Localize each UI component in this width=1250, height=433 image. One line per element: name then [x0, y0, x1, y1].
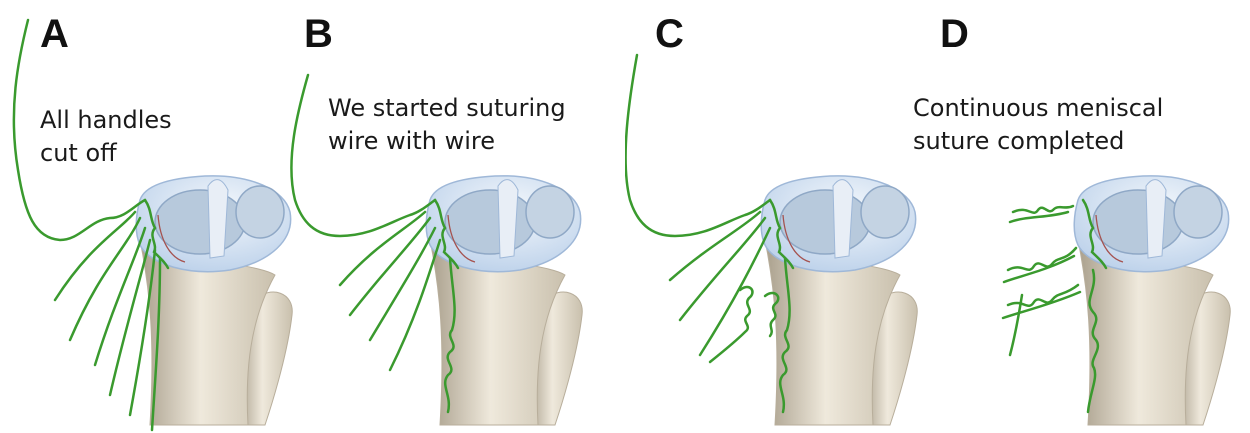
panel-letter-c: C: [655, 12, 684, 57]
caption-b-line-1: We started suturing: [328, 92, 566, 125]
caption-b-line-2: wire with wire: [328, 125, 566, 158]
caption-a-line-1: All handles: [40, 104, 172, 137]
knee-illustration-d: [938, 0, 1250, 433]
caption-d-line-1: Continuous meniscal: [913, 92, 1163, 125]
panel-b: B We started suturing wire with wire: [290, 0, 602, 433]
panel-letter-b: B: [304, 12, 333, 57]
caption-d: Continuous meniscal suture completed: [913, 92, 1163, 158]
knee-illustration-a: [0, 0, 312, 433]
panel-d: D Continuous meniscal suture completed: [938, 0, 1250, 433]
panel-a: A All handles cut off: [0, 0, 312, 433]
caption-a: All handles cut off: [40, 104, 172, 170]
knee-illustration-b: [290, 0, 602, 433]
knee-illustration-c: [625, 0, 937, 433]
panel-letter-a: A: [40, 12, 69, 57]
suture-threads: [626, 55, 793, 412]
panel-c: C: [625, 0, 937, 433]
caption-a-line-2: cut off: [40, 137, 172, 170]
caption-b: We started suturing wire with wire: [328, 92, 566, 158]
caption-d-line-2: suture completed: [913, 125, 1163, 158]
panel-letter-d: D: [940, 12, 969, 57]
